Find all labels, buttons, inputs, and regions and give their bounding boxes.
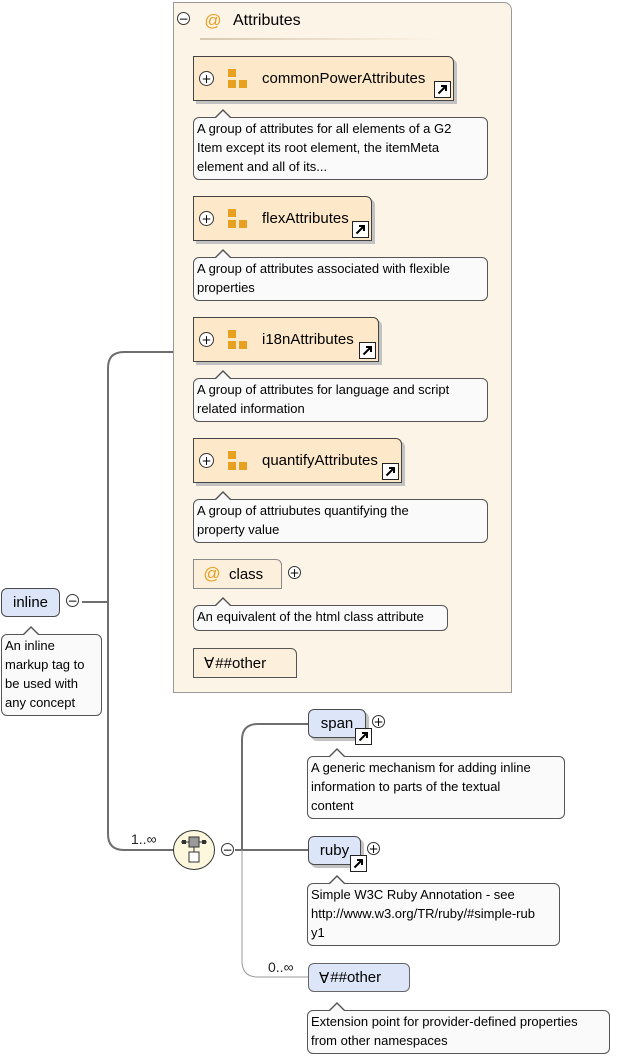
group-quantify-attributes[interactable]: + quantifyAttributes xyxy=(193,438,402,483)
doc-line: A group of attributes associated with fl… xyxy=(197,261,450,276)
expand-icon[interactable]: + xyxy=(199,332,214,347)
at-sign-icon: @ xyxy=(203,564,220,583)
group-label: quantifyAttributes xyxy=(262,452,378,469)
attributes-collapse-icon[interactable]: − xyxy=(177,11,190,26)
sequence-compositor-icon[interactable] xyxy=(172,828,218,874)
attribute-group-icon xyxy=(228,208,247,228)
attribute-doc-class: An equivalent of the html class attribut… xyxy=(193,597,448,631)
svg-text:@: @ xyxy=(203,564,220,583)
root-element-inline[interactable]: inline xyxy=(1,588,60,617)
sequence-occurrence: 1..∞ xyxy=(131,831,157,847)
doc-line: properties xyxy=(197,280,255,295)
doc-line: y1 xyxy=(311,925,325,940)
expand-icon[interactable]: + xyxy=(199,453,214,468)
expand-icon[interactable]: + xyxy=(367,841,380,856)
sequence-collapse-icon[interactable]: − xyxy=(221,842,234,857)
reference-arrow-icon[interactable] xyxy=(359,342,376,359)
doc-line: Extension point for provider-defined pro… xyxy=(311,1014,578,1029)
group-label: commonPowerAttributes xyxy=(262,70,426,87)
doc-line: from other namespaces xyxy=(311,1033,448,1048)
doc-line: element and all of its... xyxy=(197,159,328,174)
reference-arrow-icon[interactable] xyxy=(382,463,399,480)
svg-text:@: @ xyxy=(204,11,221,30)
attribute-group-icon xyxy=(228,329,247,349)
any-attribute-wildcard[interactable]: ∀ ##other xyxy=(193,648,297,678)
doc-line: An equivalent of the html class attribut… xyxy=(197,609,424,624)
doc-line: related information xyxy=(197,401,305,416)
group-label: i18nAttributes xyxy=(262,331,354,348)
reference-arrow-icon[interactable] xyxy=(352,221,369,238)
root-element-doc: An inline markup tag to be used with any… xyxy=(1,626,102,716)
doc-line: Simple W3C Ruby Annotation - see xyxy=(311,887,515,902)
expand-icon[interactable]: + xyxy=(288,565,301,580)
group-doc-common-power-attributes: A group of attributes for all elements o… xyxy=(193,109,488,180)
element-doc-ruby: Simple W3C Ruby Annotation - see http://… xyxy=(307,875,560,946)
element-doc-span: A generic mechanism for adding inline in… xyxy=(307,748,565,819)
title-separator xyxy=(200,38,440,40)
doc-line: content xyxy=(311,798,354,813)
element-label: inline xyxy=(12,594,49,611)
group-i18n-attributes[interactable]: + i18nAttributes xyxy=(193,317,379,362)
doc-line: markup tag to xyxy=(5,657,85,672)
doc-line: A group of attributes for language and s… xyxy=(197,382,450,397)
doc-line: A group of attributes for all elements o… xyxy=(197,121,452,136)
doc-line: any concept xyxy=(5,695,76,710)
doc-line: be used with xyxy=(5,676,78,691)
attribute-group-icon xyxy=(228,68,247,88)
doc-line: information to parts of the textual xyxy=(311,779,501,794)
group-label: flexAttributes xyxy=(262,210,349,227)
doc-line: property value xyxy=(197,522,280,537)
expand-icon[interactable]: + xyxy=(199,211,214,226)
element-span[interactable]: span xyxy=(308,709,366,738)
group-doc-flex-attributes: A group of attributes associated with fl… xyxy=(193,249,488,301)
group-doc-quantify-attributes: A group of attriubutes quantifying the p… xyxy=(193,491,488,543)
doc-line: An inline xyxy=(5,638,55,653)
any-occurrence: 0..∞ xyxy=(268,959,294,975)
doc-line: http://www.w3.org/TR/ruby/#simple-rub xyxy=(311,906,535,921)
any-element-wildcard[interactable]: ∀ ##other xyxy=(308,963,410,992)
doc-line: A group of attriubutes quantifying the xyxy=(197,503,409,518)
element-label: span xyxy=(320,715,354,732)
reference-arrow-icon[interactable] xyxy=(434,81,451,98)
doc-line: Item except its root element, the itemMe… xyxy=(197,140,440,155)
reference-arrow-icon[interactable] xyxy=(355,728,372,745)
attribute-label: class xyxy=(229,565,264,583)
group-doc-i18n-attributes: A group of attributes for language and s… xyxy=(193,370,488,422)
collapse-icon[interactable]: − xyxy=(66,593,79,608)
doc-line: A generic mechanism for adding inline xyxy=(311,760,531,775)
any-element-doc: Extension point for provider-defined pro… xyxy=(307,1002,610,1054)
expand-icon[interactable]: + xyxy=(199,71,214,86)
any-element-label: ##other xyxy=(330,969,382,986)
element-label: ruby xyxy=(319,842,350,859)
attributes-title: Attributes xyxy=(233,12,301,29)
attribute-class[interactable]: @ class xyxy=(193,559,282,589)
any-attribute-label: ##other xyxy=(215,654,267,672)
for-all-icon: ∀ xyxy=(204,654,215,672)
group-common-power-attributes[interactable]: + commonPowerAttributes xyxy=(193,56,454,101)
at-sign-icon: @ xyxy=(204,11,221,30)
expand-icon[interactable]: + xyxy=(372,714,385,729)
for-all-icon: ∀ xyxy=(319,968,330,987)
attribute-group-icon xyxy=(228,450,247,470)
group-flex-attributes[interactable]: + flexAttributes xyxy=(193,196,372,241)
reference-arrow-icon[interactable] xyxy=(350,855,367,872)
